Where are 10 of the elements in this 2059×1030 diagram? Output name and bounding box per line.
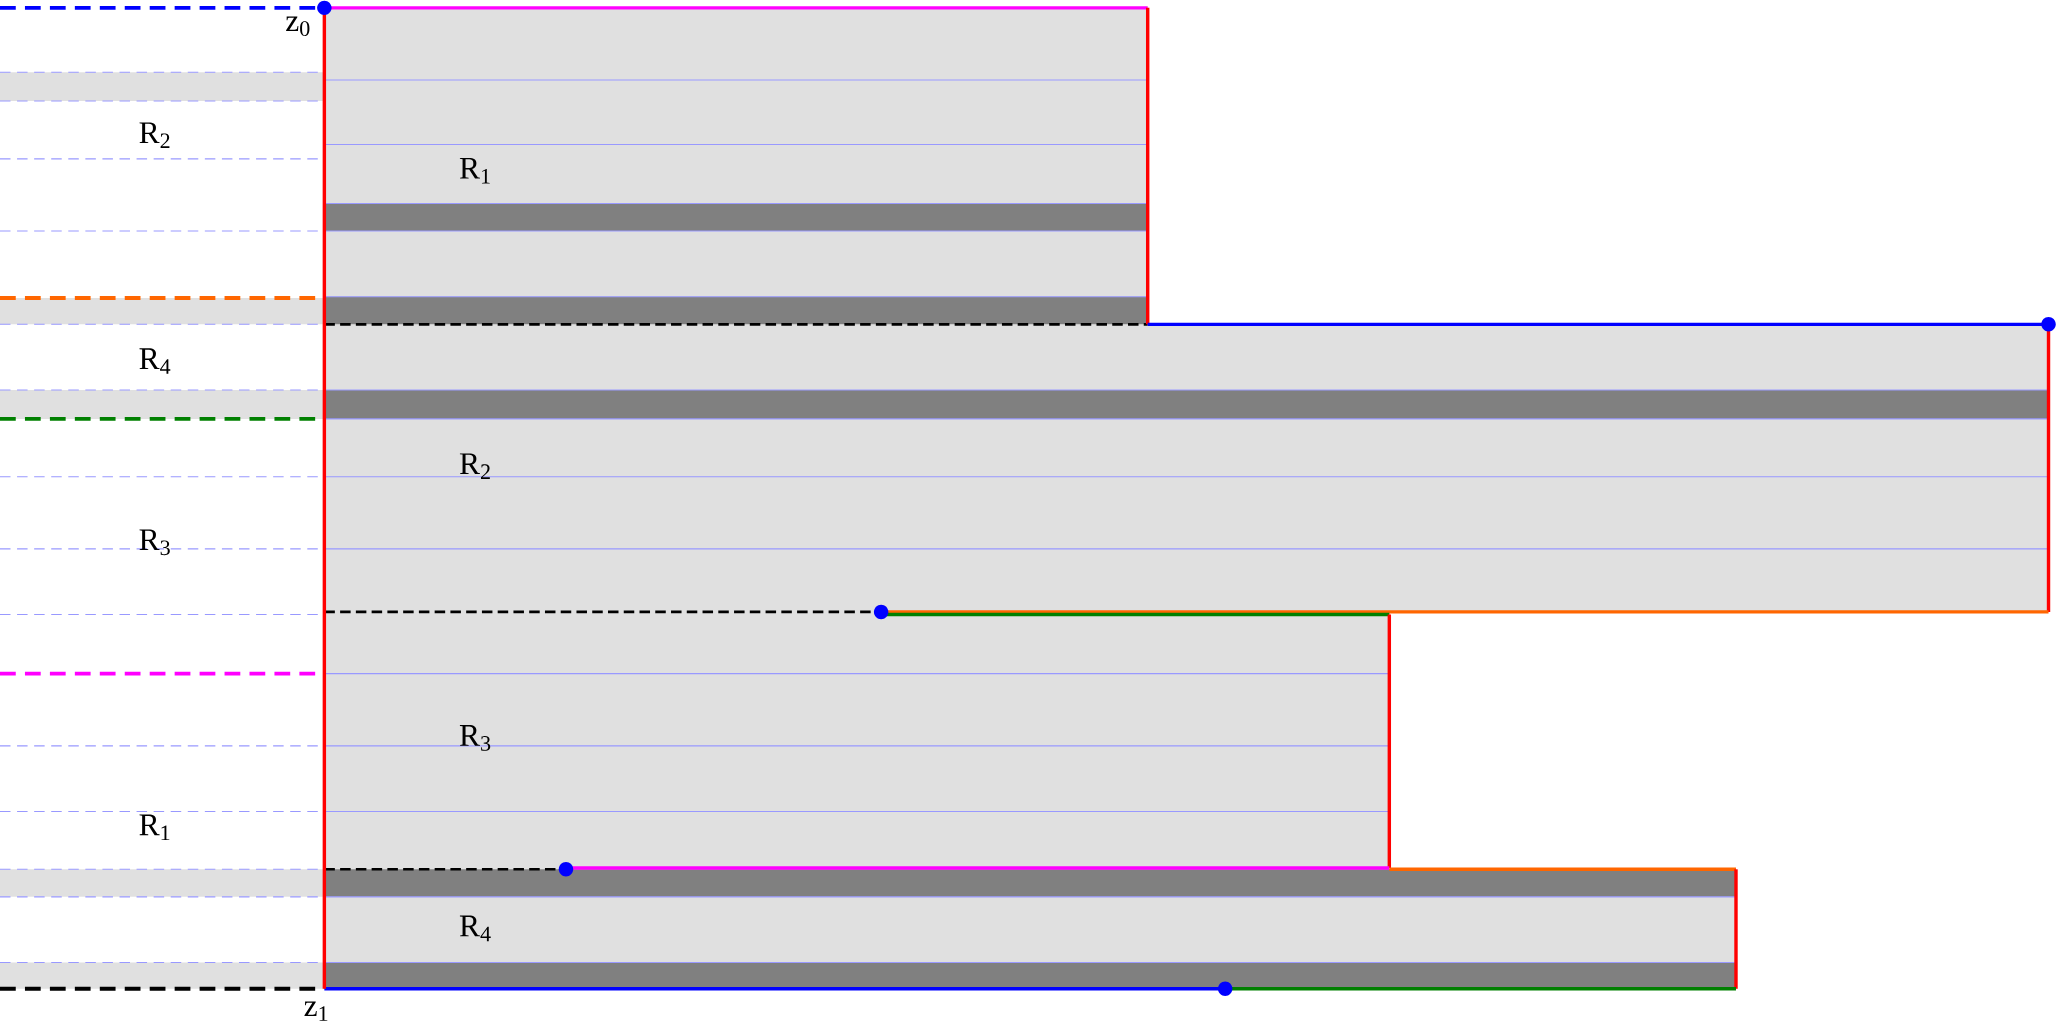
region-label: R$_{2}$ (459, 453, 490, 480)
region-label: R$_{1}$ (459, 158, 490, 184)
point-label: z$_{1}$ (304, 1001, 328, 1022)
region-label: R$_{1}$ (139, 814, 170, 841)
region-label: R$_{4}$ (459, 915, 491, 942)
region-label: R$_{3}$ (139, 529, 170, 556)
region-label: R$_{3}$ (459, 725, 491, 752)
region-label: R$_{4}$ (139, 348, 171, 375)
point-label: z$_{0}$ (286, 16, 310, 37)
region-label: R$_{2}$ (139, 122, 170, 149)
